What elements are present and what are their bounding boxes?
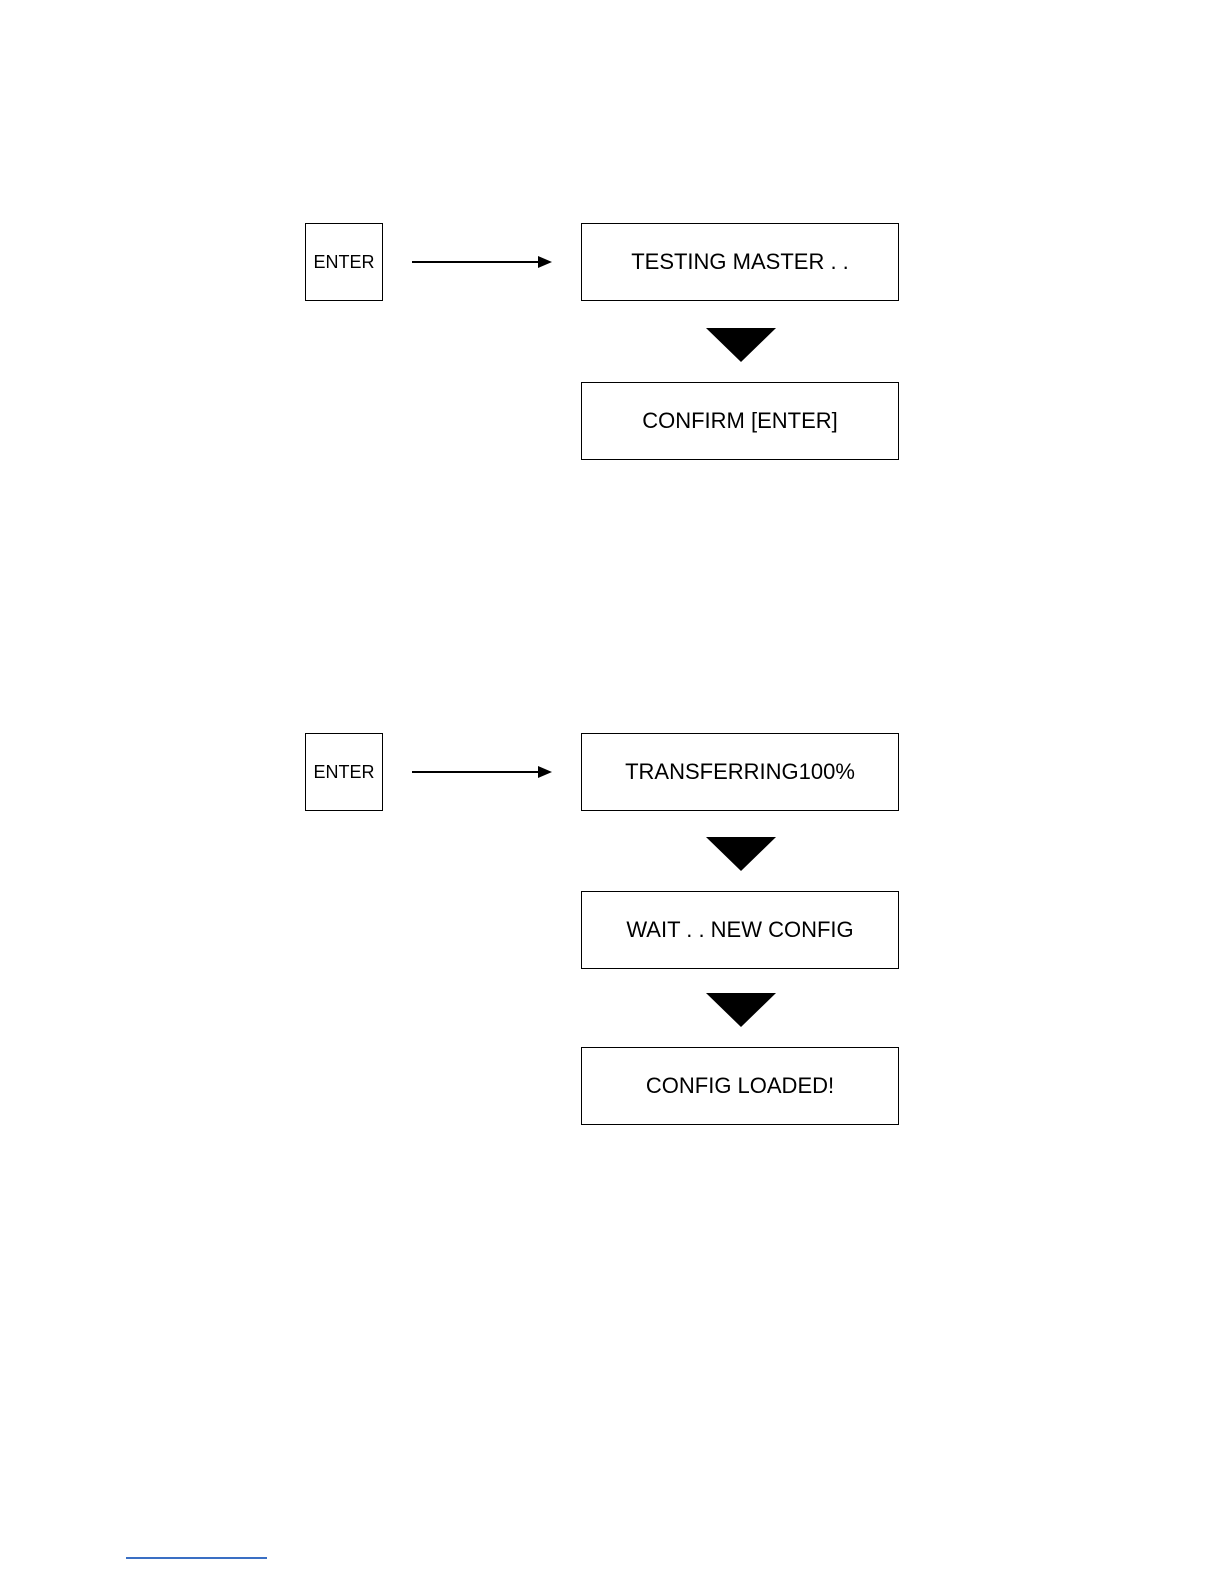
enter-key-box-2: ENTER bbox=[305, 733, 383, 811]
display-testing-master: TESTING MASTER . . bbox=[581, 223, 899, 301]
display-wait-new-config: WAIT . . NEW CONFIG bbox=[581, 891, 899, 969]
down-triangle-icon bbox=[706, 837, 776, 871]
down-triangle-icon bbox=[706, 328, 776, 362]
arrow-right-icon bbox=[412, 255, 552, 269]
display-confirm-enter: CONFIRM [ENTER] bbox=[581, 382, 899, 460]
display-transferring: TRANSFERRING100% bbox=[581, 733, 899, 811]
arrow-right-icon bbox=[412, 765, 552, 779]
display-config-loaded: CONFIG LOADED! bbox=[581, 1047, 899, 1125]
enter-key-box-1: ENTER bbox=[305, 223, 383, 301]
down-triangle-icon bbox=[706, 993, 776, 1027]
footnote-rule bbox=[126, 1557, 267, 1559]
